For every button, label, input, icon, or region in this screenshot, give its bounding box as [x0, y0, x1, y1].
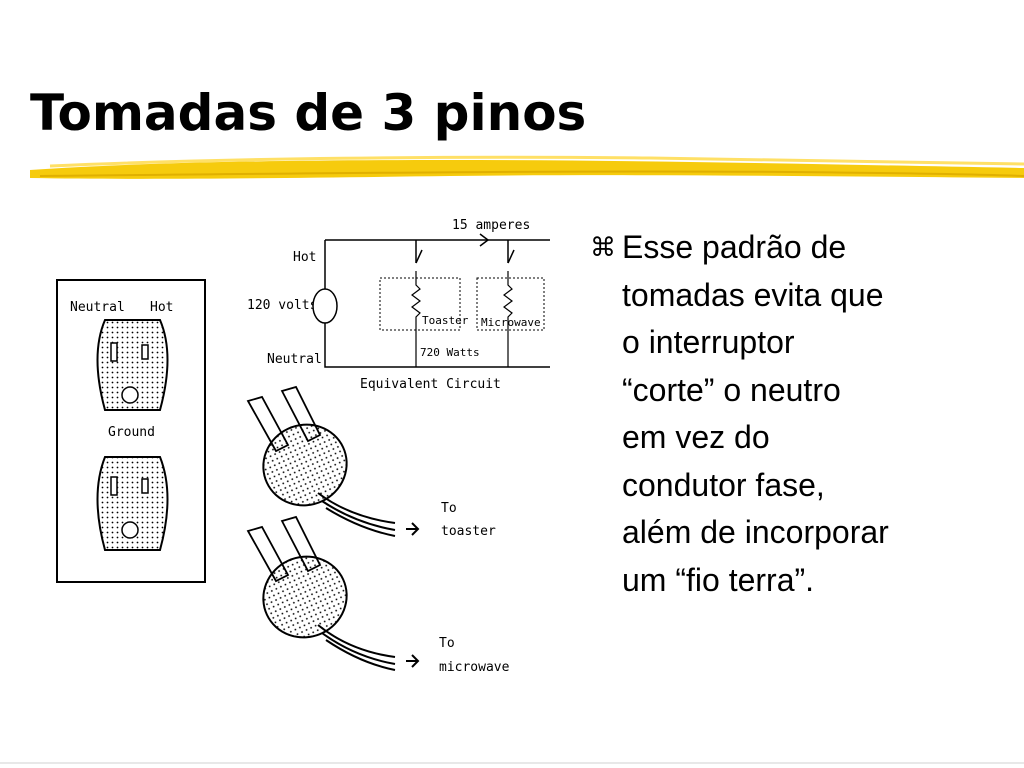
circuit-amperes-label: 15 amperes	[452, 218, 530, 233]
wall-outlet-diagram: Neutral Hot Ground	[56, 279, 206, 583]
circuit-watts-label: 720 Watts	[420, 346, 480, 359]
circuit-hot-label: Hot	[293, 250, 316, 265]
outlet-receptacle-top	[96, 319, 169, 411]
plug-microwave-label: microwave	[439, 660, 510, 675]
outlet-hot-label: Hot	[150, 300, 173, 315]
equivalent-circuit-diagram: Hot 120 volts Neutral 15 amperes Toaster…	[247, 218, 550, 392]
slide-title: Tomadas de 3 pinos	[30, 84, 587, 142]
circuit-caption: Equivalent Circuit	[360, 377, 501, 392]
footer-divider	[0, 762, 1024, 764]
title-highlight-stroke	[30, 155, 1024, 179]
plug-to-toaster-diagram: To toaster	[246, 385, 496, 539]
plug-toaster-label: toaster	[441, 524, 496, 539]
circuit-neutral-label: Neutral	[267, 352, 322, 367]
circuit-toaster-label: Toaster	[422, 314, 469, 327]
plug-microwave-to-label: To	[439, 636, 455, 651]
command-key-bullet-icon: ⌘	[590, 232, 616, 262]
bullet-text: Esse padrão de tomadas evita que o inter…	[622, 229, 889, 598]
outlet-receptacle-bottom	[96, 456, 169, 551]
outlet-circuit-figure: Neutral Hot Ground Hot 120 volts Neutral…	[56, 218, 550, 675]
circuit-volts-label: 120 volts	[247, 298, 317, 313]
outlet-ground-label: Ground	[108, 425, 155, 440]
plug-toaster-to-label: To	[441, 501, 457, 516]
outlet-neutral-label: Neutral	[70, 300, 125, 315]
plug-to-microwave-diagram: To microwave	[246, 515, 510, 675]
circuit-microwave-label: Microwave	[481, 316, 541, 329]
bullet-point: ⌘ Esse padrão de tomadas evita que o int…	[590, 224, 1010, 604]
